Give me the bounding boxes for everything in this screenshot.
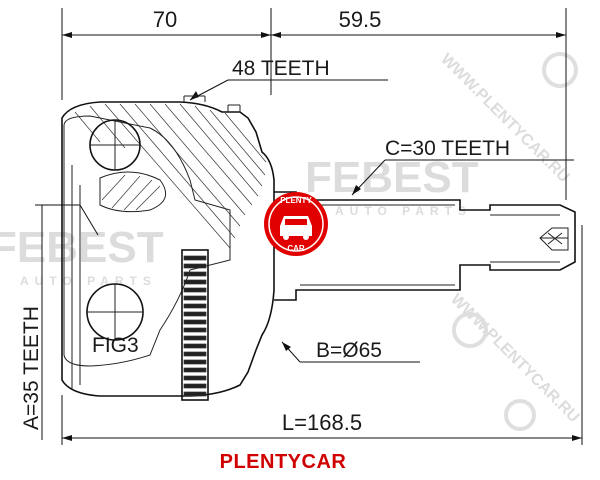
abs-tooth — [183, 263, 207, 269]
ball-cage — [86, 119, 167, 341]
abs-tooth — [183, 367, 207, 373]
abs-tooth — [183, 391, 207, 397]
abs-tooth — [183, 319, 207, 325]
abs-tooth — [183, 295, 207, 301]
badge-top-text: PLENTY — [280, 196, 312, 205]
abs-tooth — [183, 335, 207, 341]
watermark-main-left: FEBEST — [0, 223, 164, 272]
dim-diameter-b: B=Ø65 — [316, 339, 382, 362]
watermark-diagonal-bottom: WWW.PLENTYCAR.RU — [447, 291, 582, 426]
watermark-circle-3 — [504, 399, 536, 431]
abs-tooth — [183, 351, 207, 357]
dim-spline-c: C=30 TEETH — [385, 137, 510, 160]
dimension-lines — [35, 8, 583, 445]
abs-ring — [181, 249, 209, 401]
watermark-main-right: FEBEST — [305, 153, 479, 202]
watermark-circle-2 — [542, 52, 578, 88]
watermark-circle-1 — [452, 312, 488, 348]
watermark-sub-left: AUTO PARTS — [20, 274, 157, 288]
dim-length-l: L=168.5 — [282, 410, 362, 435]
dim-width-left: 70 — [153, 7, 177, 32]
footer-brand: PLENTYCAR — [220, 451, 347, 473]
abs-tooth — [183, 287, 207, 293]
dim-spline-a: A=35 TEETH — [20, 306, 43, 430]
brand-badge: PLENTY CAR — [264, 192, 328, 256]
abs-tooth — [183, 375, 207, 381]
abs-tooth — [183, 383, 207, 389]
badge-bottom-text: CAR — [287, 244, 305, 253]
watermark-sub-right: AUTO PARTS — [335, 204, 472, 218]
dim-width-right: 59.5 — [339, 7, 382, 32]
abs-tooth — [183, 327, 207, 333]
abs-tooth — [183, 343, 207, 349]
abs-tooth — [183, 303, 207, 309]
abs-tooth — [183, 271, 207, 277]
abs-tooth — [183, 359, 207, 365]
axle-shaft — [274, 191, 576, 301]
abs-tooth — [183, 279, 207, 285]
abs-tooth — [183, 255, 207, 261]
dim-outer-teeth: 48 TEETH — [232, 57, 330, 80]
figure-label: FIG3 — [92, 334, 139, 357]
abs-tooth — [183, 311, 207, 317]
